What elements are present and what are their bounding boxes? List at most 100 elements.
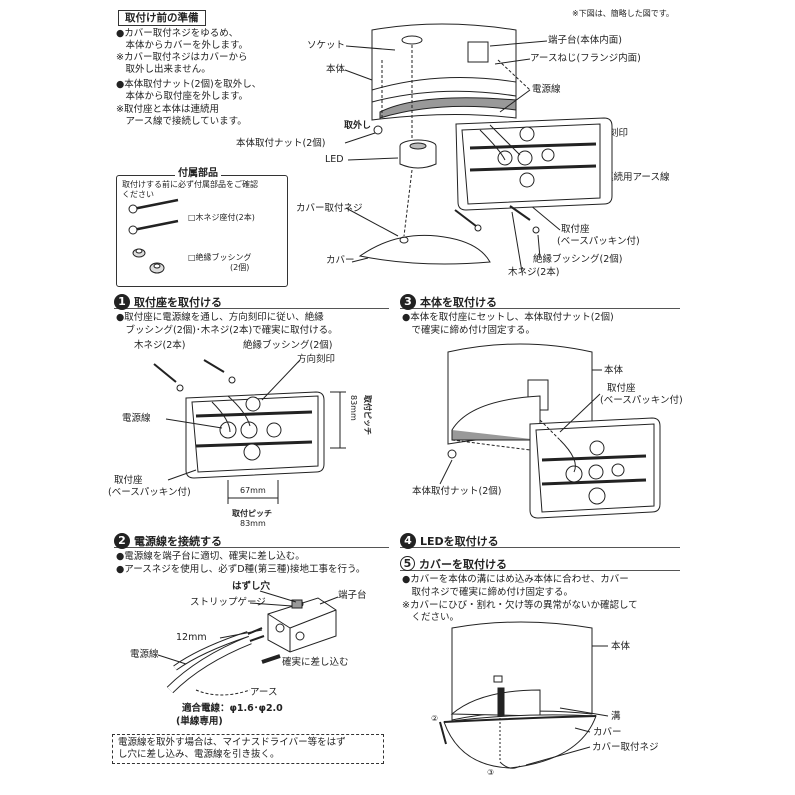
step2-number: 2 [114,532,130,549]
step2-header: 2 電源線を接続する [114,530,389,549]
step5-header: 5 カバーを取付ける [400,553,680,571]
prep-title: 取付け前の準備 [118,10,206,26]
step2-single: (単線専用) [176,716,223,727]
step1-line: ●取付座に電源線を通し、方向刻印に従い、絶縁 [116,312,324,323]
label-socket: ソケット [307,40,346,51]
label-wood-screw: 木ネジ(2本) [508,267,560,278]
step2-note-box [112,734,384,764]
step2-wire-spec: 適合電線：φ1.6･φ2.0 [182,703,283,714]
note-simplified: ※下図は、簡略した図です。 [572,9,674,18]
step5-groove: 溝 [611,711,621,722]
step3-body: 本体 [604,365,624,376]
step1-header: 1 取付座を取付ける [114,291,389,310]
step3-number: 3 [400,293,416,310]
step2-strip: ストリップゲージ [190,597,266,608]
step2-insert: 確実に差し込む [282,657,349,668]
step1-title: 取付座を取付ける [134,296,222,309]
prep-line: ※カバー取付ネジはカバーから [116,52,248,63]
step2-note: し穴に差し込み、電源線を引き抜く。 [118,749,280,760]
label-earth-wire: 連続用アース線 [604,172,670,183]
step1-direction: 方向刻印 [297,354,336,365]
step2-line: ●アースネジを使用し、必ずD種(第三種)接地工事を行う。 [116,564,366,575]
step3-nut: 本体取付ナット(2個) [412,486,502,497]
step5-line: ※カバーにひび・割れ・欠け等の異常がないか確認して [402,600,638,611]
step5-line: ください。 [402,612,460,623]
step5-line: 取付ネジで確実に締め付け固定する。 [402,587,574,598]
label-cover: カバー [326,255,355,266]
step2-power-wire: 電源線 [130,649,159,660]
label-remove-1: 取外し [344,121,372,131]
prep-line: 取外し出来ません。 [116,64,211,75]
step1-base: (ベースパッキン付) [108,487,191,498]
step1-power-wire: 電源線 [122,413,151,424]
step3-title: 本体を取付ける [420,296,497,309]
step2-len: 12mm [176,632,207,643]
body-shape [371,23,517,121]
step3-base: (ベースパッキン付) [600,395,683,406]
label-led: LED [325,154,344,165]
prep-line: ●本体取付ナット(2個)を取外し、 [116,79,262,90]
step1-number: 1 [114,293,130,310]
prep-line: 本体から取付座を外します。 [116,91,249,102]
step1-line: ブッシング(2個)･木ネジ(2本)で確実に取付ける。 [116,325,338,336]
step4-title: LEDを取付ける [420,535,499,548]
label-bushing: 絶縁ブッシング(2個) [533,254,623,265]
step1-pitch-h-val: 83mm [240,519,266,528]
step5-cover: カバー [593,727,622,738]
step3-header: 3 本体を取付ける [400,291,680,310]
step2-hole: はずし穴 [232,581,271,592]
step5-body: 本体 [611,641,631,652]
accessories-note: ください [122,190,154,199]
accessories-title: 付属部品 [175,168,221,180]
label-body: 本体 [326,64,346,75]
step1-base: 取付座 [114,475,143,486]
step5-number: 5 [400,556,415,571]
step2-line: ●電源線を端子台に適切、確実に差し込む。 [116,551,305,562]
step5-title: カバーを取付ける [419,558,507,571]
cover-shape [358,234,491,265]
power-cable [166,627,265,694]
screw-icon [128,198,179,235]
terminal-block [267,597,337,653]
accessories-bushing: (2個) [230,263,250,272]
bushing-icon [132,248,165,274]
step2-note: 電源線を取外す場合は、マイナスドライバー等をはず [118,737,346,748]
label-earth-screw: アースねじ(フランジ内面) [530,53,641,64]
step1-bushing: 絶縁ブッシング(2個) [243,340,333,351]
prep-line: ●カバー取付ネジをゆるめ、 [116,28,239,39]
label-terminal-inner: 端子台(本体内面) [548,35,622,46]
step5-marker-2: ② [431,714,439,723]
step3-line: ●本体を取付座にセットし、本体取付ナット(2個) [402,312,614,323]
prep-line: 本体からカバーを外します。 [116,40,249,51]
step3-line: で確実に締め付け固定する。 [402,325,536,336]
label-nut: 本体取付ナット(2個) [236,138,326,149]
accessories-note: 取付けする前に必ず付属部品をご確認 [122,180,258,189]
prep-line: ※取付座と本体は連続用 [116,104,219,115]
prep-line: アース線で接続しています。 [116,116,247,127]
label-base: (ベースパッキン付) [557,236,640,247]
step5-cover-screw: カバー取付ネジ [592,742,659,753]
step2-terminal: 端子台 [338,590,367,601]
step4-header: 4 LEDを取付ける [400,530,680,549]
led-module [399,139,437,169]
label-power-wire: 電源線 [532,84,561,95]
step1-pitch-h: 取付ピッチ [232,509,272,518]
accessories-bushing: □絶縁ブッシング [188,253,252,262]
base-plate [455,117,613,211]
step3-base: 取付座 [607,383,636,394]
step5-marker-3: ③ [487,768,495,777]
accessories-screw: □木ネジ座付(2本) [188,213,255,222]
step1-wood-screw: 木ネジ(2本) [134,340,186,351]
step5-line: ●カバーを本体の溝にはめ込み本体に合わせ、カバー [402,574,629,585]
label-base: 取付座 [561,224,590,235]
step1-dim-w: 67mm [240,486,266,495]
label-cover-screw: カバー取付ネジ [296,203,363,214]
step4-number: 4 [400,532,416,549]
step2-title: 電源線を接続する [134,535,222,548]
step2-earth: アース [250,687,278,698]
